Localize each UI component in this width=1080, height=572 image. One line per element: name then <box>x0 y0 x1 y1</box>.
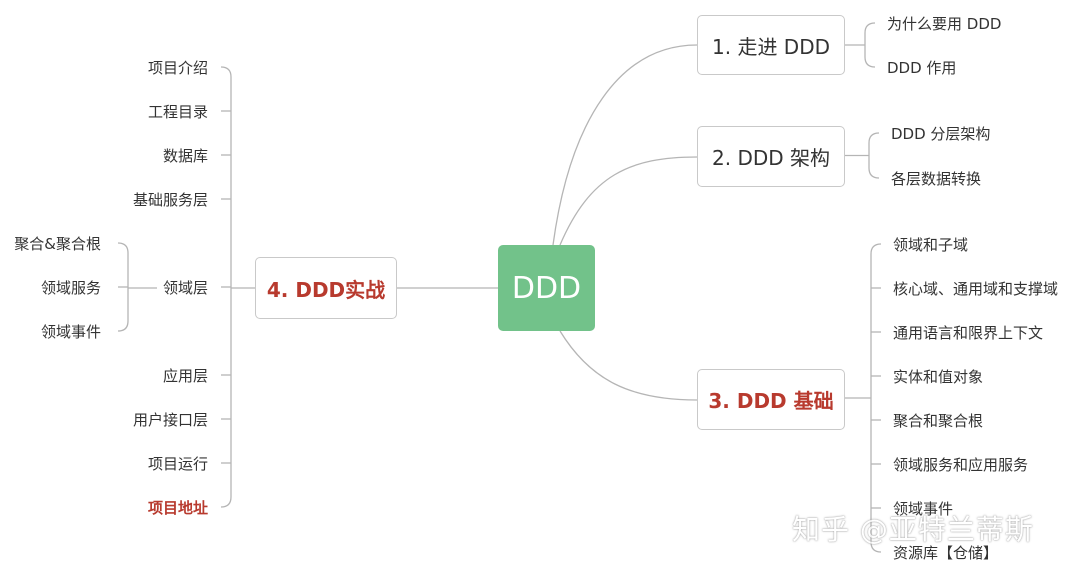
b2-bracket <box>868 132 880 179</box>
b4-leaf-project-address[interactable]: 项目地址 <box>147 499 208 517</box>
b3-leaf[interactable]: 领域事件 <box>893 500 954 518</box>
b3-leaf[interactable]: 实体和值对象 <box>893 368 984 386</box>
b4-domain-layer[interactable]: 领域层 <box>162 279 208 297</box>
b3-leaf[interactable]: 资源库【仓储】 <box>893 544 999 562</box>
domain-layer-leaf[interactable]: 聚合&聚合根 <box>14 235 101 253</box>
b1-bracket <box>864 22 876 68</box>
b2-leaf[interactable]: 各层数据转换 <box>891 170 982 188</box>
b2-leaf[interactable]: DDD 分层架构 <box>891 125 991 143</box>
b3-leaf[interactable]: 通用语言和限界上下文 <box>893 324 1044 342</box>
b3-bracket <box>870 243 882 553</box>
b4-leaf[interactable]: 用户接口层 <box>132 411 208 429</box>
b1-leaf[interactable]: 为什么要用 DDD <box>887 15 1002 33</box>
watermark: 知乎 @亚特兰蒂斯 <box>792 513 1034 546</box>
b3-leaf[interactable]: 核心域、通用域和支撑域 <box>893 280 1059 298</box>
b3-leaf[interactable]: 聚合和聚合根 <box>893 412 984 430</box>
branch-1-node[interactable]: 1. 走进 DDD <box>697 15 845 75</box>
domain-layer-leaf[interactable]: 领域事件 <box>40 323 101 341</box>
b1-leaf[interactable]: DDD 作用 <box>887 59 957 77</box>
curve-root-b3 <box>559 330 698 401</box>
b4-leaf[interactable]: 项目运行 <box>147 455 208 473</box>
b4-leaf[interactable]: 项目介绍 <box>147 59 208 77</box>
b4-leaf[interactable]: 基础服务层 <box>132 191 208 209</box>
b4-leaf[interactable]: 应用层 <box>162 367 208 385</box>
b3-leaf[interactable]: 领域服务和应用服务 <box>893 456 1029 474</box>
branch-3-node[interactable]: 3. DDD 基础 <box>697 369 845 430</box>
b4-leaf[interactable]: 工程目录 <box>147 103 208 121</box>
domain-layer-leaf[interactable]: 领域服务 <box>40 279 101 297</box>
b3-leaf[interactable]: 领域和子域 <box>893 236 969 254</box>
branch-4-node[interactable]: 4. DDD实战 <box>255 257 397 319</box>
b4-leaf[interactable]: 数据库 <box>162 147 208 165</box>
root-node[interactable]: DDD <box>498 245 595 331</box>
branch-2-node[interactable]: 2. DDD 架构 <box>697 126 845 187</box>
curve-root-b1 <box>552 44 698 246</box>
curve-root-b2 <box>559 156 698 246</box>
